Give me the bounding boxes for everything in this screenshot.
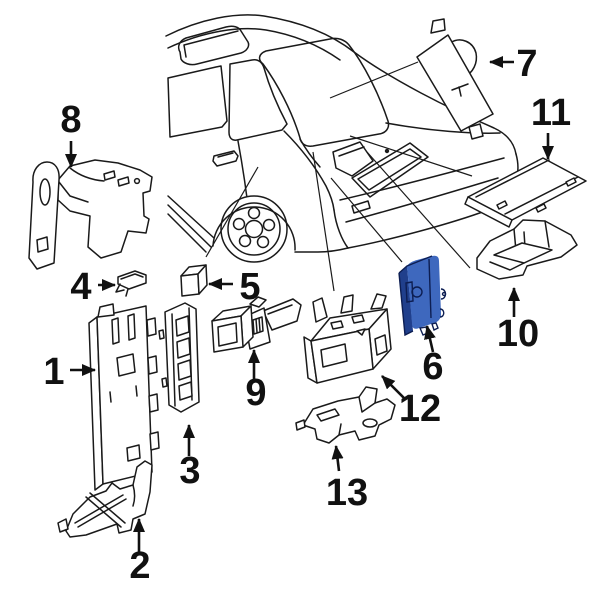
callout-1[interactable]: 1 (43, 351, 96, 393)
callout-3[interactable]: 3 (179, 424, 201, 492)
leader-to-part-11 (349, 135, 473, 177)
callout-8[interactable]: 8 (60, 99, 82, 168)
callout-12-arrow (381, 375, 406, 400)
callout-13[interactable]: 13 (326, 445, 368, 514)
callout-6[interactable]: 6 (422, 325, 444, 388)
callout-9-label[interactable]: 9 (245, 372, 266, 414)
part-6-drawing[interactable] (398, 255, 447, 337)
callout-2-label[interactable]: 2 (129, 545, 150, 587)
callout-12-label[interactable]: 12 (399, 388, 441, 430)
part-6-side-face (399, 266, 413, 335)
callout-3-label[interactable]: 3 (179, 450, 200, 492)
callout-2[interactable]: 2 (129, 518, 151, 587)
callout-12[interactable]: 12 (381, 375, 441, 430)
callout-7[interactable]: 7 (489, 43, 538, 85)
callout-6-label[interactable]: 6 (422, 346, 443, 388)
callout-5-label[interactable]: 5 (239, 266, 260, 308)
leader-to-part-10 (366, 151, 471, 269)
callout-11[interactable]: 11 (531, 92, 571, 160)
callout-9[interactable]: 9 (245, 349, 267, 414)
callout-4[interactable]: 4 (70, 266, 116, 308)
callout-8-label[interactable]: 8 (60, 99, 81, 141)
part-7-drawing[interactable] (416, 18, 494, 140)
part-11-drawing[interactable] (464, 157, 587, 228)
leader-to-part-12 (312, 151, 335, 292)
part-13-drawing[interactable] (295, 386, 396, 444)
leader-to-part-7 (329, 61, 419, 99)
part-8-drawing[interactable] (28, 159, 153, 270)
callout-10[interactable]: 10 (497, 287, 539, 355)
callout-7-label[interactable]: 7 (516, 43, 537, 85)
part-12-drawing[interactable] (303, 293, 392, 384)
part-5-drawing[interactable] (180, 264, 208, 297)
part-10-drawing[interactable] (476, 219, 578, 280)
part-6-front-face (407, 255, 441, 329)
part-9-drawing[interactable] (211, 296, 302, 353)
callout-13-arrow (331, 445, 344, 472)
callout-6-arrow (424, 325, 436, 353)
callouts: 1 2 3 4 5 6 7 8 (43, 43, 571, 587)
leader-lines (205, 61, 473, 292)
leader-to-left-parts (205, 166, 259, 258)
callout-4-label[interactable]: 4 (70, 266, 91, 308)
car-illustration (165, 14, 519, 263)
callout-11-label[interactable]: 11 (531, 92, 571, 134)
part-1-drawing[interactable] (88, 303, 160, 491)
callout-5[interactable]: 5 (208, 266, 261, 308)
part-3-drawing[interactable] (158, 302, 200, 413)
callout-10-label[interactable]: 10 (497, 313, 539, 355)
callout-1-label[interactable]: 1 (43, 351, 64, 393)
part-4-drawing[interactable] (115, 270, 147, 297)
part-2-drawing[interactable] (57, 460, 153, 538)
part-6-details (398, 255, 447, 337)
callout-13-label[interactable]: 13 (326, 472, 368, 514)
leader-to-part-6 (330, 177, 403, 263)
